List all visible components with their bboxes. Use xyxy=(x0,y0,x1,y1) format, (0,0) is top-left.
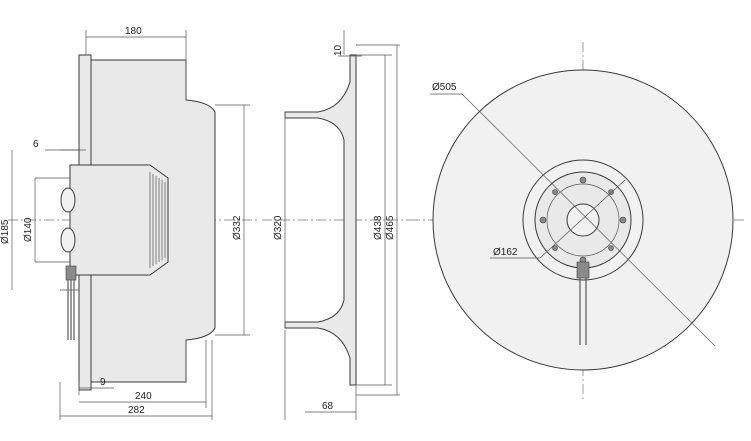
dim-320: Ø320 xyxy=(273,215,284,240)
front-cable-gland xyxy=(576,261,590,279)
dim-9: 9 xyxy=(100,377,106,388)
hub-center xyxy=(566,203,600,237)
dim-332: Ø332 xyxy=(232,215,243,240)
inlet-ring-profile xyxy=(284,54,357,386)
leader-505 xyxy=(461,93,716,347)
dim-505: Ø505 xyxy=(432,82,457,93)
side-view-fan xyxy=(8,30,260,420)
leader-162 xyxy=(539,179,626,259)
dim-180: 180 xyxy=(125,26,142,37)
front-view xyxy=(410,42,745,400)
inlet-ring-view xyxy=(262,30,410,420)
dim-185: Ø185 xyxy=(0,219,11,244)
dim-140: Ø140 xyxy=(23,217,34,242)
dim-465: Ø465 xyxy=(385,215,396,240)
dim-6: 6 xyxy=(33,139,39,150)
dim-68: 68 xyxy=(322,401,334,412)
mounting-hole-lower xyxy=(60,227,76,253)
dim-10: 10 xyxy=(333,44,344,56)
dim-162: Ø162 xyxy=(493,247,518,258)
dimension-labels: 180 6 Ø185 Ø140 Ø332 9 240 282 10 Ø320 Ø… xyxy=(0,26,518,416)
dim-282: 282 xyxy=(128,405,145,416)
dim-240: 240 xyxy=(135,391,152,402)
cable-gland xyxy=(65,265,77,281)
motor-cooling-fins xyxy=(149,172,166,268)
hub-inner-ring xyxy=(546,183,620,257)
hub-bolt-holes xyxy=(539,176,627,264)
mounting-hole-upper xyxy=(60,187,76,213)
dim-438: Ø438 xyxy=(373,215,384,240)
